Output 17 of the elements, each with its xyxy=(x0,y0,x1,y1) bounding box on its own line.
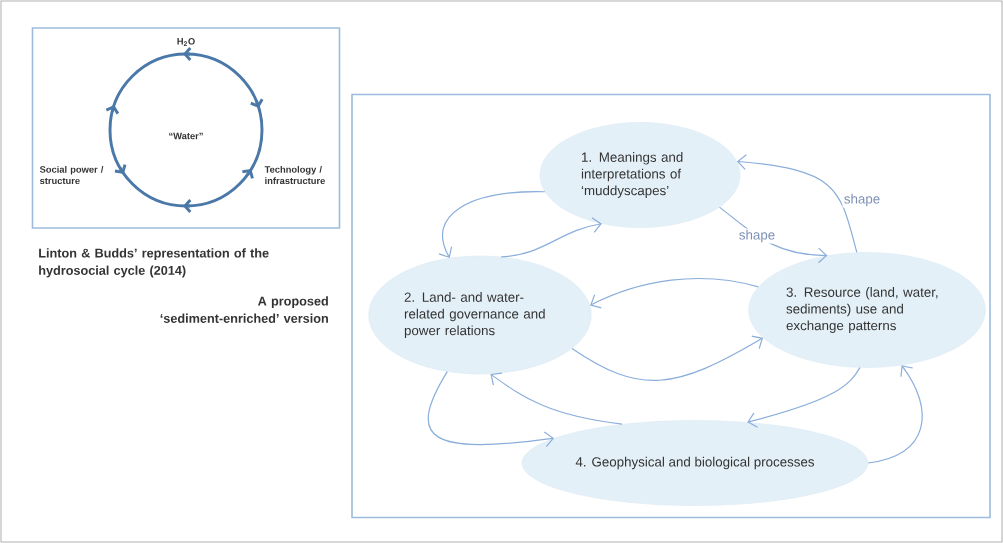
arrow xyxy=(736,154,858,254)
arrow xyxy=(427,371,555,448)
arrow xyxy=(867,365,923,464)
edge-label: shape xyxy=(842,192,882,208)
node-label: Linton & Budds’ representation of the hydrosocial cycle (2014) xyxy=(39,248,269,278)
cycle-label: Technology / infrastructure xyxy=(264,165,325,185)
arrow xyxy=(590,277,759,309)
arrow xyxy=(438,191,546,258)
arrow xyxy=(747,367,861,428)
edge-label: shape xyxy=(737,228,777,244)
node-label: A proposed ‘sediment-enriched’ version xyxy=(160,296,328,323)
cycle-label: H$_{2}$O xyxy=(177,38,195,46)
arrow xyxy=(571,335,764,381)
arrow xyxy=(490,372,623,425)
arrow xyxy=(500,217,602,258)
cycle-label: Social power / structure xyxy=(39,165,104,185)
cycle-label: “Water” xyxy=(169,132,203,140)
